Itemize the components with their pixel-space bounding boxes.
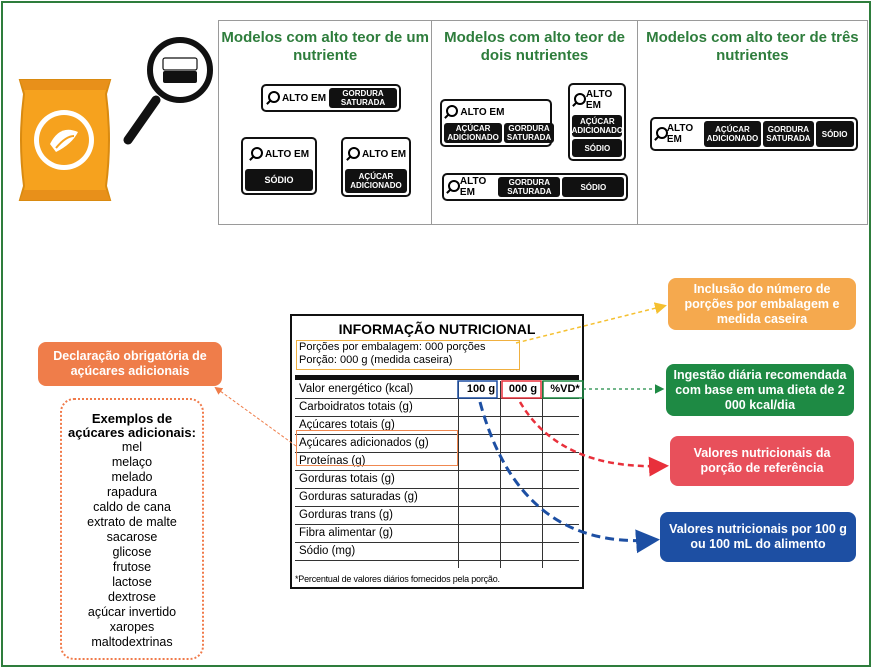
nutrient-row-label: Sódio (mg) bbox=[299, 545, 356, 557]
label-acucar: ALTO EM AÇÚCAR ADICIONADO bbox=[341, 137, 411, 197]
thick-divider bbox=[295, 375, 579, 380]
column-title: Modelos com alto teor de um nutriente bbox=[221, 29, 429, 64]
chips-pack-icon bbox=[18, 79, 112, 201]
label-sodio: ALTO EM SÓDIO bbox=[241, 137, 317, 195]
nutrient-row: Gorduras saturadas (g) bbox=[295, 489, 579, 507]
alto-em-text: ALTO EM bbox=[459, 176, 487, 198]
portion-line-2: Porção: 000 g (medida caseira) bbox=[299, 354, 453, 366]
alto-em-text: ALTO EM bbox=[361, 148, 407, 160]
example-item: xaropes bbox=[109, 620, 155, 634]
nutrient-sodio: SÓDIO bbox=[245, 169, 313, 191]
nutrient-acucar: AÇÚCAR ADICIONADO bbox=[345, 169, 407, 193]
nutrient-row: Gorduras trans (g) bbox=[295, 507, 579, 525]
column-header: 000 g bbox=[508, 383, 538, 395]
nutrient-row-label: Valor energético (kcal) bbox=[299, 383, 414, 395]
nutrient-sodio: SÓDIO bbox=[815, 121, 854, 147]
example-item: caldo de cana bbox=[93, 500, 171, 514]
alto-em-text: ALTO EM bbox=[264, 148, 310, 160]
nutrient-gordura: GORDURA SATURADA bbox=[503, 123, 555, 143]
magnifier-icon bbox=[346, 147, 360, 161]
nutrient-acucar: AÇÚCAR ADICIONADO bbox=[703, 121, 762, 147]
example-item: frutose bbox=[112, 560, 152, 574]
callout-declaracao: Declaração obrigatória de açúcares adici… bbox=[38, 342, 222, 386]
nutrient-sodio: SÓDIO bbox=[562, 177, 625, 197]
warning-label-models: Modelos com alto teor de um nutriente AL… bbox=[218, 20, 868, 225]
nutrient-row: Sódio (mg) bbox=[295, 543, 579, 561]
label-gordura-sodio: ALTO EM GORDURA SATURADA SÓDIO bbox=[442, 173, 629, 201]
nutrient-row-label: Carboidratos totais (g) bbox=[299, 401, 413, 413]
nutrition-facts-table: INFORMAÇÃO NUTRICIONAL Porções por embal… bbox=[290, 314, 584, 589]
nutrient-row-label: Açúcares totais (g) bbox=[299, 419, 395, 431]
column-title: Modelos com alto teor de dois nutrientes bbox=[444, 29, 625, 64]
magnifier-icon bbox=[444, 105, 459, 119]
nutrient-gordura: GORDURA SATURADA bbox=[498, 177, 561, 197]
nutrient-row: Gorduras totais (g) bbox=[295, 471, 579, 489]
models-column-three: Modelos com alto teor de três nutrientes… bbox=[638, 21, 867, 224]
callout-por100: Valores nutricionais por 100 g ou 100 mL… bbox=[660, 512, 856, 562]
column-header: 100 g bbox=[466, 383, 496, 395]
column-header: %VD* bbox=[550, 383, 580, 395]
column-title: Modelos com alto teor de três nutrientes bbox=[646, 29, 859, 64]
portion-line-1: Porções por embalagem: 000 porções bbox=[299, 341, 486, 353]
nutrient-row: Proteínas (g) bbox=[295, 453, 579, 471]
example-item: maltodextrinas bbox=[91, 635, 173, 649]
example-item: extrato de malte bbox=[87, 515, 177, 529]
added-sugar-highlight bbox=[296, 430, 458, 466]
models-column-one: Modelos com alto teor de um nutriente AL… bbox=[219, 21, 433, 224]
nutrition-title: INFORMAÇÃO NUTRICIONAL bbox=[338, 321, 536, 337]
nutrient-row: Açúcares adicionados (g) bbox=[295, 435, 579, 453]
column-divider bbox=[500, 381, 501, 568]
nutrient-acucar: AÇÚCAR ADICIONADO bbox=[444, 123, 502, 143]
label-three-nutrients: ALTO EM AÇÚCAR ADICIONADO GORDURA SATURA… bbox=[649, 117, 858, 151]
magnifier-icon bbox=[249, 147, 263, 161]
magnifier-icon bbox=[572, 93, 586, 107]
example-item: lactose bbox=[112, 575, 152, 589]
magnifier-icon bbox=[266, 91, 280, 105]
examples-title: Exemplos de açúcares adicionais: bbox=[68, 411, 196, 440]
callout-referencia: Valores nutricionais da porção de referê… bbox=[670, 436, 854, 486]
column-divider bbox=[458, 381, 459, 568]
nutrient-sodio: SÓDIO bbox=[572, 139, 623, 157]
example-item: dextrose bbox=[108, 590, 156, 604]
nutrient-row-label: Açúcares adicionados (g) bbox=[299, 437, 429, 449]
portion-info: Porções por embalagem: 000 porções Porçã… bbox=[296, 340, 520, 370]
example-item: rapadura bbox=[106, 485, 158, 499]
label-gordura: ALTO EM GORDURA SATURADA bbox=[261, 84, 401, 112]
example-item: açúcar invertido bbox=[87, 605, 177, 619]
alto-em-text: ALTO EM bbox=[666, 123, 694, 145]
example-item: sacarose bbox=[106, 530, 158, 544]
magnifier-icon bbox=[446, 180, 460, 194]
example-item: mel bbox=[121, 440, 143, 454]
callout-porcoes: Inclusão do número de porções por embala… bbox=[668, 278, 856, 330]
label-acucar-sodio: ALTO EM AÇÚCAR ADICIONADO SÓDIO bbox=[568, 83, 627, 161]
nutrient-row-label: Gorduras totais (g) bbox=[299, 473, 395, 485]
callout-ingestao: Ingestão diária recomendada com base em … bbox=[666, 364, 854, 416]
alto-em-text: ALTO EM bbox=[585, 89, 613, 111]
nutrient-row: Valor energético (kcal) 100 g 000 g %VD* bbox=[295, 381, 580, 399]
example-item: melaço bbox=[111, 455, 153, 469]
nutrient-gordura: GORDURA SATURADA bbox=[763, 121, 814, 147]
nutrient-row-label: Fibra alimentar (g) bbox=[299, 527, 393, 539]
nutrient-row-label: Proteínas (g) bbox=[299, 455, 366, 467]
nutrient-gordura: GORDURA SATURADA bbox=[329, 88, 397, 108]
label-acucar-gordura: ALTO EM AÇÚCAR ADICIONADO GORDURA SATURA… bbox=[440, 99, 555, 147]
column-divider bbox=[542, 381, 543, 568]
nutrient-row: Açúcares totais (g) bbox=[295, 417, 579, 435]
nutrient-row: Fibra alimentar (g) bbox=[295, 525, 579, 543]
example-item: glicose bbox=[112, 545, 152, 559]
nutrient-acucar: AÇÚCAR ADICIONADO bbox=[571, 115, 624, 137]
example-item: melado bbox=[111, 470, 153, 484]
models-column-two: Modelos com alto teor de dois nutrientes… bbox=[432, 21, 638, 224]
magnifier-icon bbox=[654, 127, 668, 141]
nutrient-row-label: Gorduras saturadas (g) bbox=[299, 491, 418, 503]
nutrient-row: Carboidratos totais (g) bbox=[295, 399, 579, 417]
alto-em-text: ALTO EM bbox=[281, 92, 327, 104]
nutrient-row-label: Gorduras trans (g) bbox=[299, 509, 393, 521]
alto-em-text: ALTO EM bbox=[460, 106, 505, 118]
footnote: *Percentual de valores diários fornecido… bbox=[295, 574, 500, 584]
